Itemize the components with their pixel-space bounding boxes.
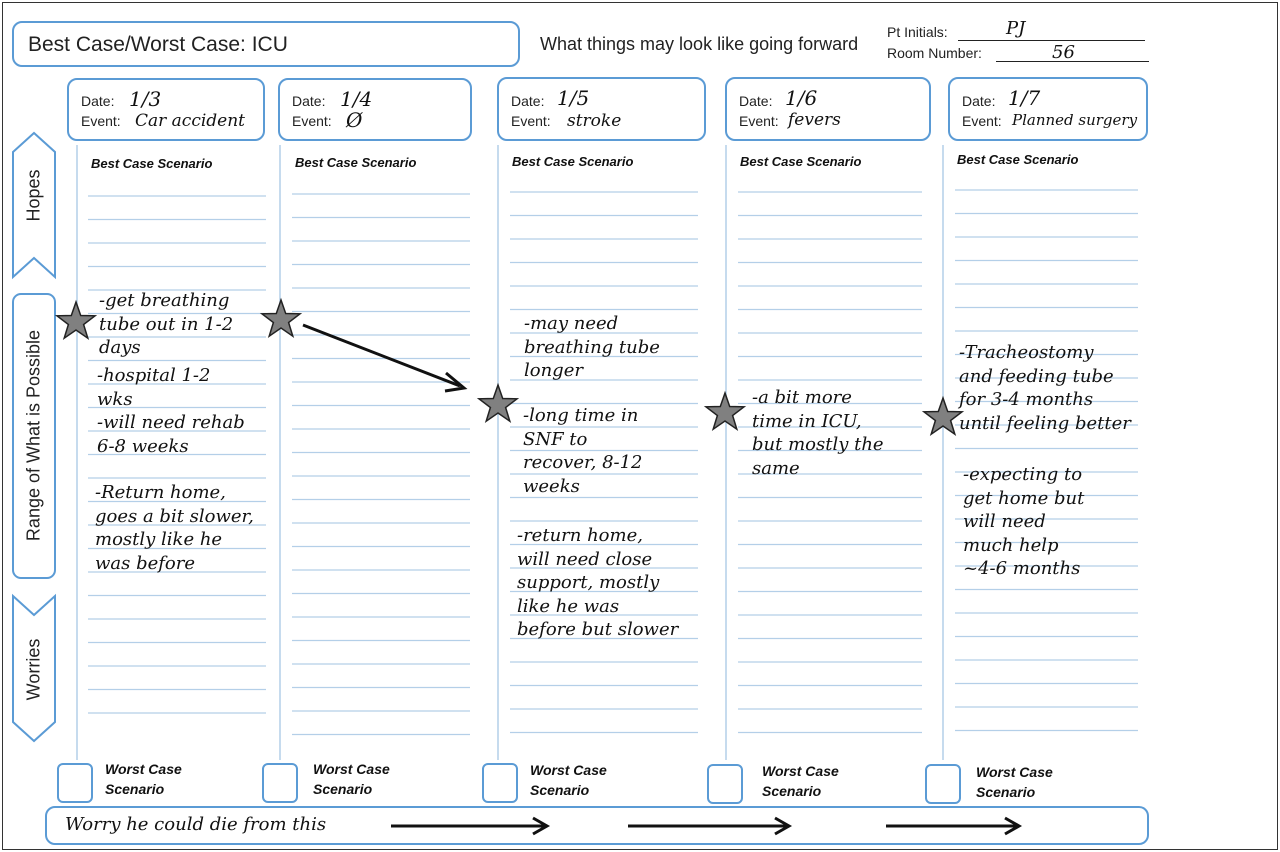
event-value: stroke [567,111,622,131]
best-case-header-3: Best Case Scenario [512,154,634,169]
note-col3-3: -return home, will need close support, m… [517,525,679,640]
range-box-shape [12,293,56,579]
note-col3-2: -long time in SNF to recover, 8-12 weeks [523,405,643,497]
worries-arrow-shape [12,593,56,743]
date-value: 1/7 [1008,86,1041,110]
date-box-2: Date: 1/4 Event: Ø [278,78,472,141]
event-label: Event: [511,113,551,129]
title-box: Best Case/Worst Case: ICU [12,21,520,67]
event-value: fevers [788,110,841,130]
worries-note: Worry he could die from this [65,814,327,835]
date-box-1: Date: 1/3 Event: Car accident [67,78,265,141]
worst-case-checkbox-2[interactable] [262,763,298,803]
date-box-3: Date: 1/5 Event: stroke [497,77,706,141]
worries-arrow-head [774,816,793,836]
worries-arrow-head [1004,816,1023,836]
worries-arrow-head [532,816,551,836]
worst-case-checkbox-4[interactable] [707,764,743,804]
event-label: Event: [292,113,332,129]
note-col4-1: -a bit more time in ICU, but mostly the … [752,387,884,479]
note-col1-4: -Return home, goes a bit slower, mostly … [95,482,254,574]
trajectory-arrow [302,323,461,388]
note-col1-3: -will need rehab 6-8 weeks [97,412,245,457]
hopes-arrow-shape [12,131,56,280]
date-label: Date: [81,93,115,109]
date-label: Date: [292,93,326,109]
note-col1-2: -hospital 1-2 wks [97,365,211,410]
event-label: Event: [81,113,121,129]
room-number-label: Room Number: [887,45,982,61]
note-col5-2: -expecting to get home but will need muc… [963,464,1085,579]
date-value: 1/6 [785,86,818,110]
event-value: Ø [346,108,363,132]
side-arrows [12,131,56,743]
worst-case-checkbox-5[interactable] [925,764,961,804]
pt-initials-line [958,40,1145,41]
note-col5-1: -Tracheostomy and feeding tube for 3-4 m… [959,342,1131,434]
date-label: Date: [511,93,545,109]
best-case-header-2: Best Case Scenario [295,155,417,170]
note-col3-1: -may need breathing tube longer [524,313,660,381]
date-value: 1/4 [340,87,373,111]
event-value: Car accident [135,111,246,131]
date-box-5: Date: 1/7 Event: Planned surgery [948,77,1148,141]
date-label: Date: [962,93,996,109]
event-label: Event: [962,113,1002,129]
worst-case-checkbox-3[interactable] [482,763,518,803]
trajectory-arrow-head [444,371,468,393]
best-case-header-1: Best Case Scenario [91,156,213,171]
date-label: Date: [739,93,773,109]
pt-initials-label: Pt Initials: [887,24,948,40]
pt-initials-value: PJ [1006,18,1026,39]
room-number-line [996,61,1149,62]
note-col1-1: -get breathing tube out in 1-2 days [99,290,234,358]
page-title: Best Case/Worst Case: ICU [28,33,288,56]
event-value: Planned surgery [1012,111,1138,129]
room-number-value: 56 [1052,42,1075,63]
worst-case-checkbox-1[interactable] [57,763,93,803]
date-value: 1/3 [129,87,162,111]
date-box-4: Date: 1/6 Event: fevers [725,77,931,141]
event-label: Event: [739,113,779,129]
best-case-header-4: Best Case Scenario [740,154,862,169]
date-value: 1/5 [557,86,590,110]
page-subtitle: What things may look like going forward [540,34,859,54]
best-case-header-5: Best Case Scenario [957,152,1079,167]
